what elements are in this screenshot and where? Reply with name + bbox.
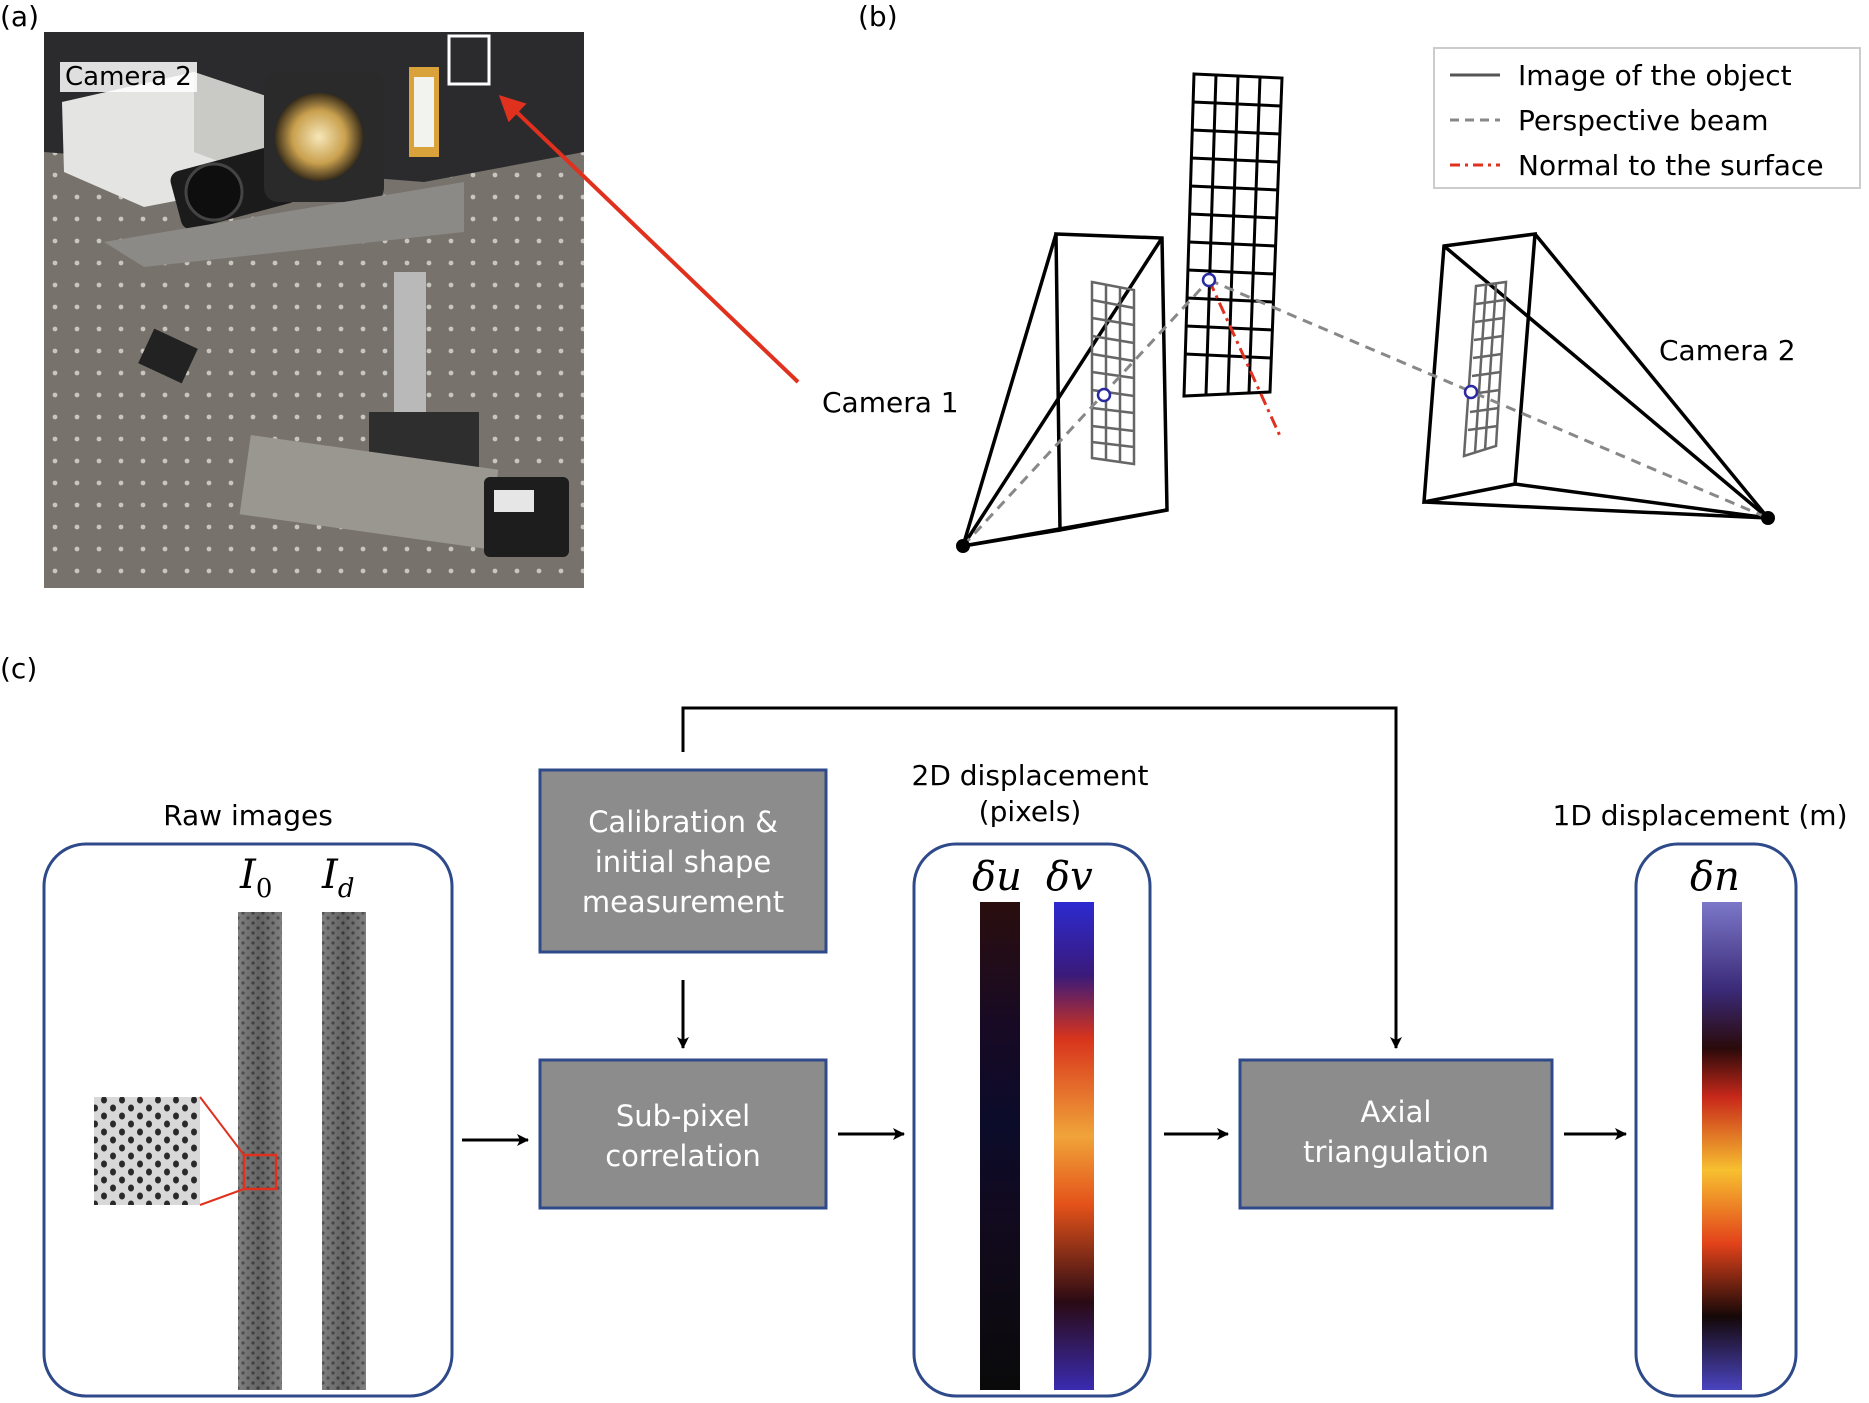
lab-setup-photo: Camera 2 <box>44 32 584 588</box>
camera-1-image-point <box>1096 387 1112 403</box>
zoom-inset <box>94 1097 200 1205</box>
legend-box <box>1433 47 1861 189</box>
disp2d-title-line-1: 2D displacement <box>911 759 1149 792</box>
zoom-region-marker <box>242 1153 278 1191</box>
disp1d-title: 1D displacement (m) <box>1552 799 1848 832</box>
camera-2-center <box>1761 511 1775 525</box>
panel-b-label: (b) <box>858 0 898 33</box>
calibration-box <box>538 768 828 954</box>
calibration-line-3: measurement <box>581 885 785 919</box>
flow-arrows <box>462 706 1627 1146</box>
raw-images-container <box>42 842 454 1398</box>
camera-1-image-grid <box>1090 280 1136 466</box>
axial-triangulation-box <box>1238 1058 1554 1210</box>
dv-field <box>1054 902 1094 1390</box>
photo-camera-2-label: Camera 2 <box>60 62 197 92</box>
lab-setup-photo-drawing <box>44 32 584 588</box>
camera-1-label: Camera 1 <box>822 386 959 419</box>
id-subscript: d <box>337 874 355 904</box>
disp2d-title: 2D displacement (pixels) <box>880 758 1180 830</box>
raw-images-title: Raw images <box>163 799 333 832</box>
panel-a-label: (a) <box>0 0 40 33</box>
id-letter: I <box>322 852 338 898</box>
calibration-line-2: initial shape <box>594 845 772 879</box>
i0-subscript: 0 <box>255 874 273 904</box>
surface-normal <box>1207 279 1282 437</box>
axial-line-2: triangulation <box>1303 1135 1489 1169</box>
calibration-line-1: Calibration & <box>588 805 778 839</box>
calibration-text: Calibration & initial shape measurement <box>540 802 826 922</box>
perspective-beams <box>961 278 1769 548</box>
red-pointer-arrow <box>498 94 800 384</box>
axial-text: Axial triangulation <box>1240 1092 1552 1172</box>
dn-symbol: δn <box>1690 854 1740 900</box>
subpixel-correlation-box <box>538 1058 828 1210</box>
camera-2-frustum <box>1422 231 1770 520</box>
disp2d-title-line-2: (pixels) <box>978 795 1082 828</box>
i0-symbol: I0 <box>240 852 272 904</box>
camera-1-frustum <box>961 232 1169 548</box>
legend-item-2: Perspective beam <box>1518 104 1769 137</box>
legend-item-1: Image of the object <box>1518 59 1792 92</box>
dv-symbol: δv <box>1046 854 1093 900</box>
stereo-geometry <box>956 72 1775 553</box>
id-symbol: Id <box>322 852 354 904</box>
camera-2-label: Camera 2 <box>1659 334 1796 367</box>
disp1d-container <box>1634 842 1798 1398</box>
object-point <box>1201 272 1217 288</box>
legend-item-3: Normal to the surface <box>1518 149 1824 182</box>
camera-2-image-grid <box>1462 280 1508 458</box>
subpixel-line-1: Sub-pixel <box>615 1099 751 1133</box>
subpixel-line-2: correlation <box>605 1139 761 1173</box>
camera-1-center <box>956 539 970 553</box>
camera-2-image-point <box>1463 384 1479 400</box>
panel-c-label: (c) <box>0 652 38 685</box>
object-grid <box>1182 72 1284 398</box>
du-symbol: δu <box>972 854 1022 900</box>
arrow-calibration-to-triangulation <box>681 706 1402 1049</box>
du-field <box>980 902 1020 1390</box>
dn-field <box>1702 902 1742 1390</box>
i0-letter: I <box>240 852 256 898</box>
legend: Image of the object Perspective beam Nor… <box>1433 47 1861 189</box>
subpixel-text: Sub-pixel correlation <box>540 1096 826 1176</box>
disp2d-container <box>912 842 1152 1398</box>
axial-line-1: Axial <box>1360 1095 1432 1129</box>
